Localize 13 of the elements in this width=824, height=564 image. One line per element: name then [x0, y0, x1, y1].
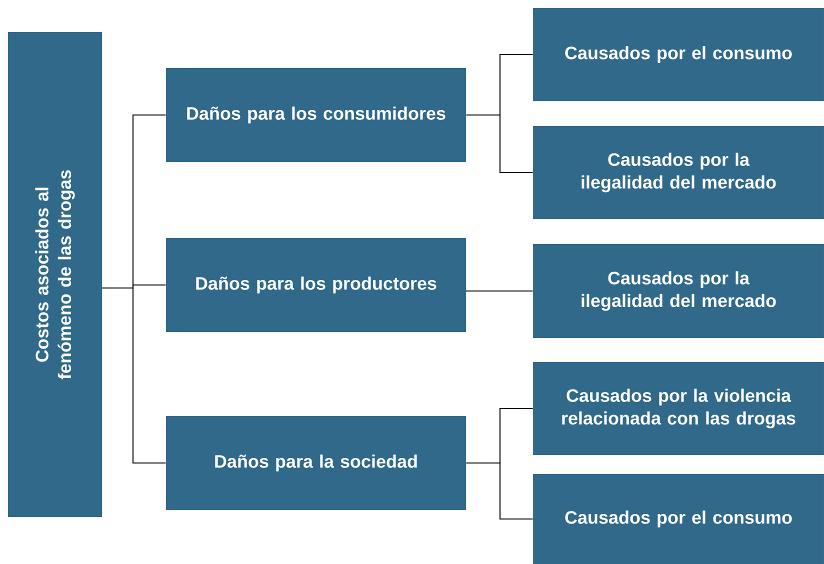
connector-line	[466, 290, 533, 292]
connector-line	[102, 287, 166, 464]
process-box: Daños para los consumidores	[166, 68, 466, 162]
process-box: Costos asociados al fenómeno de las drogas	[8, 32, 102, 518]
process-box: Causados por el consumo	[533, 474, 824, 564]
process-box: Daños para los productores	[166, 238, 466, 332]
connector-line	[466, 462, 533, 520]
process-box: Causados por la ilegalidad del mercado	[533, 126, 824, 220]
process-box: Daños para la sociedad	[166, 416, 466, 510]
process-box: Causados por el consumo	[533, 8, 824, 102]
connector-line	[466, 114, 533, 174]
process-box: Causados por la ilegalidad del mercado	[533, 244, 824, 338]
process-box: Causados por la violencia relacionada con las drogas	[533, 362, 824, 456]
